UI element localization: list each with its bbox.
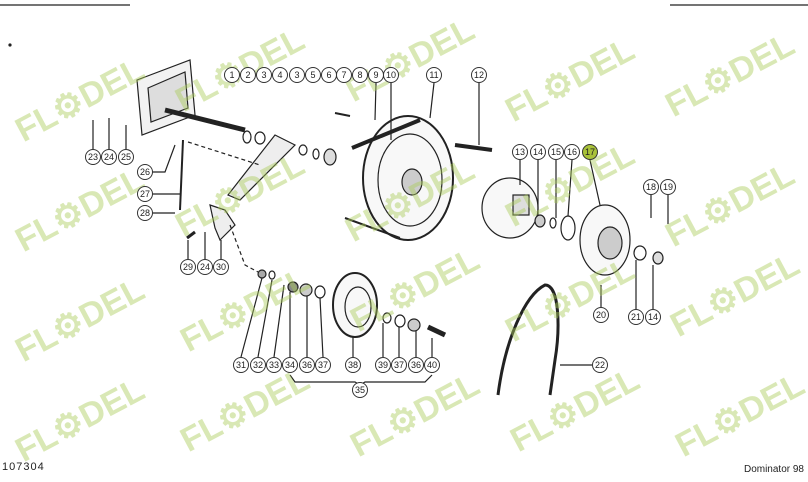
drawing-number: 107304 [2,461,45,473]
callout-part-7[interactable]: 7 [336,67,352,83]
callout-part-38[interactable]: 38 [345,357,361,373]
callout-part-18[interactable]: 18 [643,179,659,195]
callout-part-34[interactable]: 34 [282,357,298,373]
washer-2 [242,130,252,144]
dot-mark [8,43,12,47]
callout-part-21[interactable]: 21 [628,309,644,325]
callout-part-5[interactable]: 5 [305,67,321,83]
callout-part-8[interactable]: 8 [352,67,368,83]
callout-part-19[interactable]: 19 [660,179,676,195]
callout-part-23[interactable]: 23 [85,149,101,165]
callout-part-37[interactable]: 37 [391,357,407,373]
callout-part-2[interactable]: 2 [240,67,256,83]
callout-part-37[interactable]: 37 [315,357,331,373]
ring-16 [560,215,576,241]
shaft-1 [164,107,246,133]
callout-part-29[interactable]: 29 [180,259,196,275]
callout-part-11[interactable]: 11 [426,67,442,83]
callout-part-15[interactable]: 15 [548,144,564,160]
callout-part-6[interactable]: 6 [321,67,337,83]
rod-27 [179,139,184,211]
v-belt-22 [496,283,560,396]
callout-part-14[interactable]: 14 [645,309,661,325]
callout-part-25[interactable]: 25 [118,149,134,165]
callout-part-9[interactable]: 9 [368,67,384,83]
callout-part-16[interactable]: 16 [564,144,580,160]
callout-part-24[interactable]: 24 [101,149,117,165]
belt-12 [454,143,493,152]
callout-part-30[interactable]: 30 [213,259,229,275]
callout-part-17[interactable]: 17 [582,144,598,160]
callout-part-36[interactable]: 36 [299,357,315,373]
bearing-6 [323,148,337,166]
callout-part-39[interactable]: 39 [375,357,391,373]
callout-part-33[interactable]: 33 [266,357,282,373]
callout-part-4[interactable]: 4 [272,67,288,83]
model-name: Dominator 98 [743,464,804,475]
pulley-38 [332,272,378,338]
arm-4 [227,134,297,201]
callout-part-10[interactable]: 10 [383,67,399,83]
callout-part-26[interactable]: 26 [137,164,153,180]
callout-part-13[interactable]: 13 [512,144,528,160]
bracket-30 [209,204,236,242]
callout-part-3[interactable]: 3 [289,67,305,83]
callout-part-3[interactable]: 3 [256,67,272,83]
callout-part-1[interactable]: 1 [224,67,240,83]
bushing-3 [254,131,266,145]
callout-part-12[interactable]: 12 [471,67,487,83]
callout-part-20[interactable]: 20 [593,307,609,323]
callout-part-22[interactable]: 22 [592,357,608,373]
callout-part-14[interactable]: 14 [530,144,546,160]
callout-part-31[interactable]: 31 [233,357,249,373]
callout-part-40[interactable]: 40 [424,357,440,373]
callout-part-36[interactable]: 36 [408,357,424,373]
callout-part-32[interactable]: 32 [250,357,266,373]
callout-part-28[interactable]: 28 [137,205,153,221]
callout-part-35[interactable]: 35 [352,382,368,398]
belt-10 [351,118,421,150]
callout-part-24[interactable]: 24 [197,259,213,275]
callout-part-27[interactable]: 27 [137,186,153,202]
